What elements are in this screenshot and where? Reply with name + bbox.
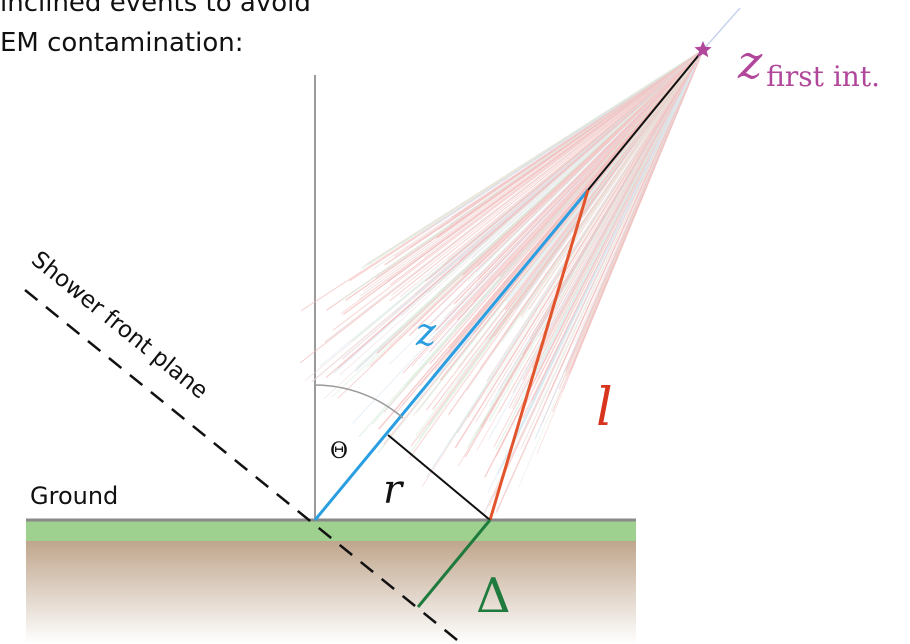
shower-particle-track <box>424 49 704 282</box>
theta-arc <box>314 384 404 419</box>
shower-particle-track <box>548 49 704 395</box>
shower-particle-track <box>356 49 704 369</box>
shower-particle-track <box>538 49 704 407</box>
shower-axis-upper-segment <box>587 49 704 191</box>
shower-particle-track <box>534 49 704 375</box>
shower-particle-track <box>507 49 704 333</box>
shower-particle-track <box>371 49 704 271</box>
shower-particle-track <box>467 49 704 418</box>
caption-line-1: inclined events to avoid <box>0 0 311 18</box>
shower-particle-track <box>436 49 704 239</box>
shower-particle-track <box>475 49 704 423</box>
shower-particle-track <box>415 49 704 437</box>
shower-particle-track <box>423 49 704 258</box>
first-interaction-star-icon <box>694 41 712 58</box>
delta-line <box>416 519 492 608</box>
shower-particle-track <box>502 49 704 373</box>
shower-particle-track <box>389 49 704 365</box>
ground-label: Ground <box>30 482 118 510</box>
shower-particle-track <box>339 49 704 376</box>
shower-particle-track <box>565 49 704 369</box>
r-label: r <box>383 467 405 513</box>
shower-front-plane-line <box>24 289 463 644</box>
shower-particle-track <box>324 49 704 343</box>
shower-axis-z-segment <box>313 189 590 521</box>
shower-particle-track <box>472 49 704 302</box>
soil-band <box>26 540 636 644</box>
shower-particle-track <box>404 49 704 386</box>
delta-label: Δ <box>476 568 511 624</box>
shower-particle-track <box>447 49 704 259</box>
l-label: l <box>596 378 613 438</box>
shower-particle-track <box>417 49 704 411</box>
l-line <box>488 189 590 521</box>
shower-particle-track <box>378 49 704 430</box>
z-label: z <box>415 310 437 354</box>
shower-particle-track <box>476 49 704 451</box>
shower-particle-track <box>453 49 704 305</box>
shower-particle-track <box>425 49 704 411</box>
shower-particle-track <box>391 49 704 316</box>
shower-particle-track <box>342 49 704 315</box>
shower-particle-track <box>522 49 704 356</box>
theta-label: Θ <box>330 439 348 464</box>
caption-line-2: EM contamination: <box>0 28 244 58</box>
shower-particle-track <box>361 49 704 269</box>
shower-particle-track <box>369 49 704 367</box>
primary-track-extension <box>702 7 741 51</box>
ground-strip <box>26 519 636 541</box>
r-line <box>387 434 491 521</box>
shower-particle-fan <box>300 49 704 514</box>
shower-particle-track <box>487 49 704 493</box>
shower-front-plane-label: Shower front plane <box>26 246 212 404</box>
shower-particle-track <box>389 49 704 302</box>
shower-particle-track <box>552 49 704 412</box>
